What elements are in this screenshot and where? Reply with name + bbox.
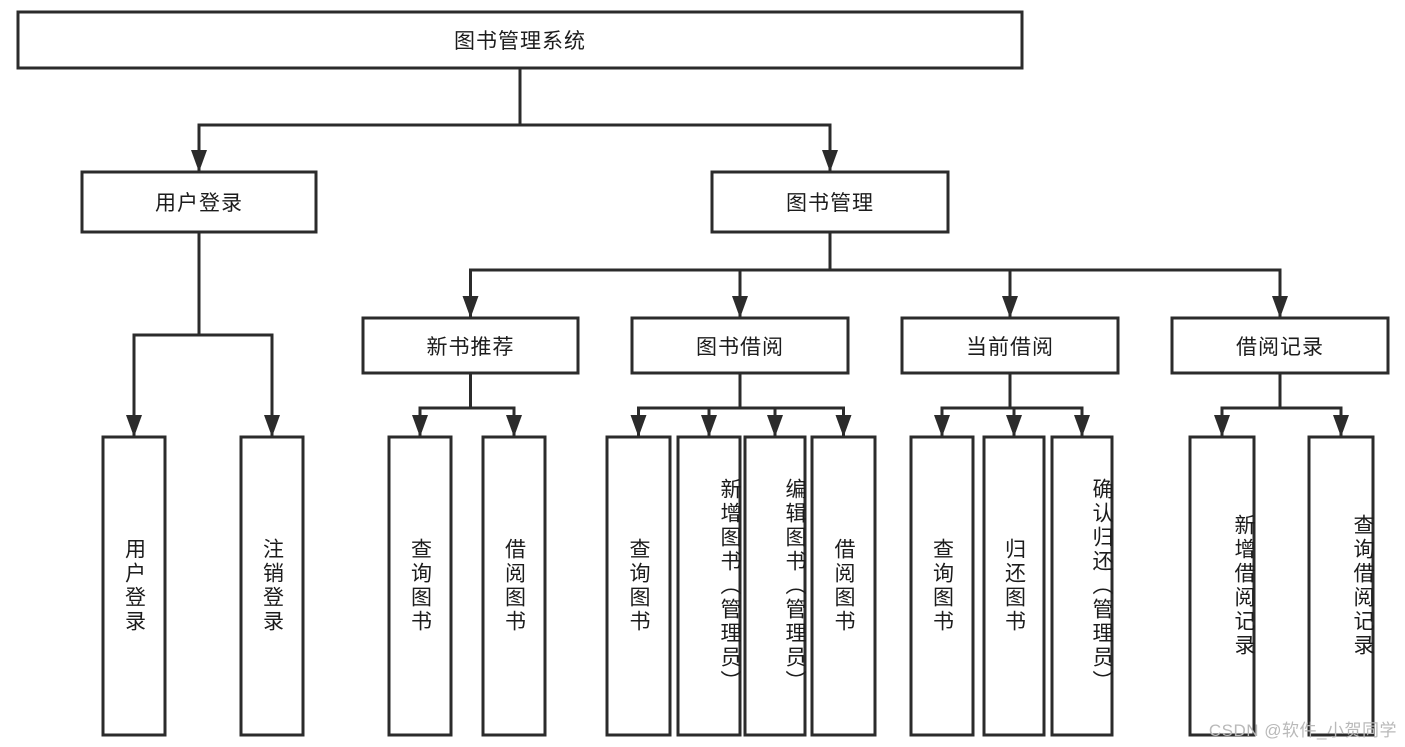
user-login-arrow-0 [126,415,142,437]
book-mgmt-arrow-3 [1272,296,1288,318]
root-arrow-1 [822,150,838,172]
level1-box-0[interactable] [80,170,318,234]
new-book-arrow-0 [412,415,428,437]
leaf-box-2[interactable] [387,435,453,737]
level2-box-0[interactable] [361,316,580,375]
leaf-box-8[interactable] [909,435,975,737]
records-arrow-1 [1333,415,1349,437]
book-mgmt-arrow-0 [462,296,479,318]
leaf-box-10[interactable] [1050,435,1114,737]
records-arrow-0 [1214,415,1230,437]
leaf-box-0[interactable] [101,435,167,737]
user-login-arrow-1 [264,415,280,437]
borrow-arrow-1 [701,415,717,437]
leaf-box-9[interactable] [982,435,1046,737]
leaf-box-7[interactable] [810,435,877,737]
box-layer [16,10,1390,737]
level2-box-2[interactable] [900,316,1120,375]
leaf-box-11[interactable] [1188,435,1256,737]
level2-box-1[interactable] [630,316,850,375]
leaf-box-12[interactable] [1307,435,1375,737]
leaf-box-3[interactable] [481,435,547,737]
leaf-box-5[interactable] [676,435,742,737]
book-mgmt-arrow-2 [1002,296,1018,318]
leaf-box-6[interactable] [743,435,807,737]
current-arrow-0 [934,415,950,437]
leaf-box-1[interactable] [239,435,305,737]
root-arrow-0 [191,150,207,172]
current-arrow-1 [1006,415,1022,437]
current-arrow-2 [1074,415,1090,437]
borrow-arrow-3 [835,415,852,437]
leaf-box-4[interactable] [605,435,672,737]
borrow-arrow-0 [630,415,647,437]
borrow-arrow-2 [767,415,783,437]
new-book-arrow-1 [506,415,522,437]
level1-box-1[interactable] [710,170,950,234]
connector-layer [126,66,1349,439]
root-box-0[interactable] [16,10,1024,70]
book-mgmt-arrow-1 [732,296,748,318]
level2-box-3[interactable] [1170,316,1390,375]
